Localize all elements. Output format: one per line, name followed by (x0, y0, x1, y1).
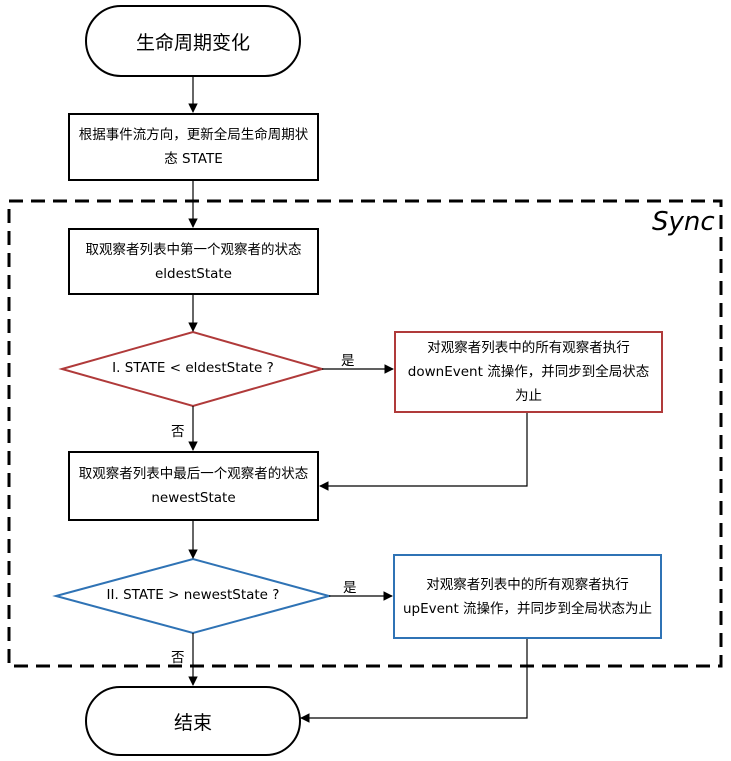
sync-group-border (7, 199, 723, 668)
down-event-box: 对观察者列表中的所有观察者执行 downEvent 流操作，并同步到全局状态为止 (394, 331, 663, 413)
get-newest-state-box: 取观察者列表中最后一个观察者的状态 newestState (68, 451, 319, 521)
decision-2-text: II. STATE > newestState ? (106, 587, 280, 603)
get-eldest-state-box: 取观察者列表中第一个观察者的状态 eldestState (68, 228, 319, 295)
up-event-box: 对观察者列表中的所有观察者执行 upEvent 流操作，并同步到全局状态为止 (393, 554, 662, 639)
arrow-down-event-return (319, 413, 528, 491)
decision-1-no-label: 否 (171, 424, 185, 440)
start-terminal: 生命周期变化 (85, 5, 301, 77)
start-label: 生命周期变化 (135, 31, 250, 54)
end-label: 结束 (173, 711, 212, 734)
up-event-text: 对观察者列表中的所有观察者执行 upEvent 流操作，并同步到全局状态为止 (402, 576, 653, 617)
decision-2-no-label: 否 (171, 650, 185, 666)
get-eldest-state-text: 取观察者列表中第一个观察者的状态 eldestState (85, 241, 302, 282)
decision-1-text: I. STATE < eldestState ? (112, 360, 274, 376)
get-newest-state-text: 取观察者列表中最后一个观察者的状态 newestState (78, 466, 309, 506)
update-global-state-box: 根据事件流方向，更新全局生命周期状态 STATE (68, 113, 319, 181)
down-event-text: 对观察者列表中的所有观察者执行 downEvent 流操作，并同步到全局状态为止 (407, 340, 650, 404)
sync-group-label: Sync (652, 207, 715, 237)
decision-1-yes-label: 是 (341, 353, 355, 369)
end-terminal: 结束 (85, 686, 301, 756)
update-global-state-text: 根据事件流方向，更新全局生命周期状态 STATE (78, 127, 309, 167)
arrow-up-event-to-end (300, 639, 528, 723)
decision-2-yes-label: 是 (343, 580, 357, 596)
